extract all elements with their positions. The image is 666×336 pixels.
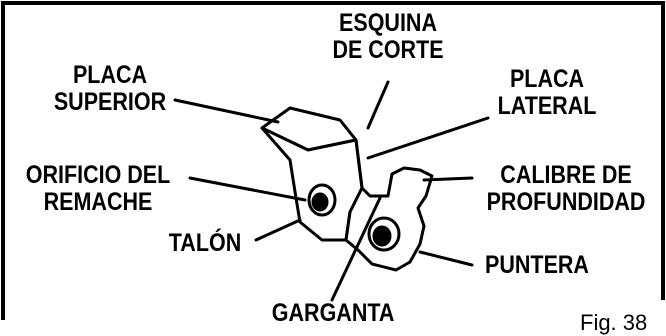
label-calibre-de-profundidad: CALIBRE DE PROFUNDIDAD xyxy=(486,161,646,216)
label-orificio-del-remache: ORIFICIO DEL REMACHE xyxy=(25,161,171,216)
leader-calibre xyxy=(422,176,474,182)
leader-placa-lateral xyxy=(366,116,490,160)
label-placa-lateral: PLACA LATERAL xyxy=(497,65,597,120)
diagram-border xyxy=(1,1,665,320)
figure-number: Fig. 38 xyxy=(580,310,648,335)
leader-lines xyxy=(173,80,490,302)
label-placa-superior: PLACA SUPERIOR xyxy=(53,61,167,116)
leader-puntera xyxy=(418,250,474,267)
label-puntera: PUNTERA xyxy=(485,251,589,279)
label-garganta: GARGANTA xyxy=(271,299,395,327)
label-esquina-de-corte: ESQUINA DE CORTE xyxy=(332,9,444,64)
leader-esquina xyxy=(366,80,390,130)
cutter-part xyxy=(260,106,434,272)
leader-garganta xyxy=(330,196,382,302)
leader-placa-superior xyxy=(173,98,280,124)
leader-talon xyxy=(254,218,302,242)
leader-orificio xyxy=(188,176,307,202)
label-talon: TALÓN xyxy=(168,229,242,257)
